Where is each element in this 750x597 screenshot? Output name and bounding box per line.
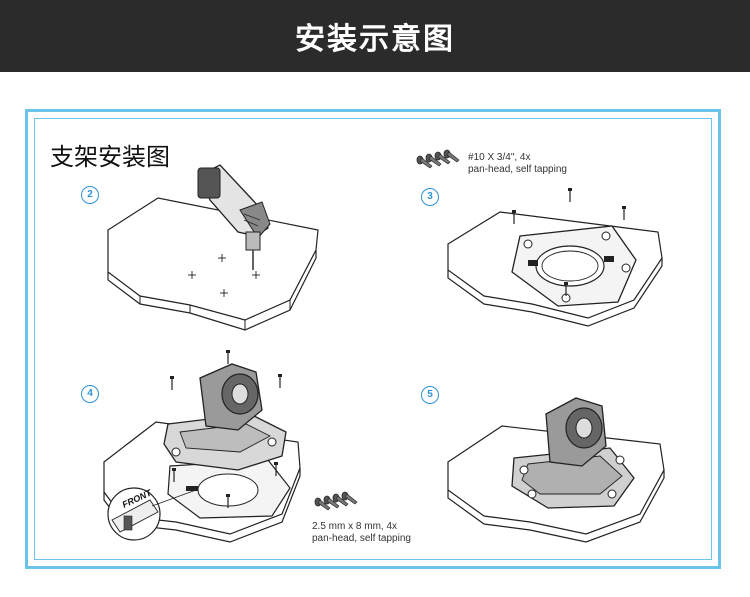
page-header: 安装示意图	[0, 0, 750, 72]
step-5-illustration	[447, 397, 665, 543]
diagram-frame	[25, 109, 721, 569]
bottom-screw-note: 2.5 mm x 8 mm, 4x pan-head, self tapping	[312, 521, 411, 545]
diagram-inner-frame	[34, 118, 712, 560]
bottom-screw-note-line1: 2.5 mm x 8 mm, 4x	[312, 521, 398, 532]
page-title: 安装示意图	[295, 22, 455, 57]
drill-icon	[197, 164, 271, 270]
panel-title: 支架安装图	[50, 143, 170, 171]
top-screws-icon	[416, 149, 460, 169]
bottom-screws-icon	[314, 491, 358, 511]
step-5-badge: 5	[421, 386, 439, 404]
step-3-badge: 3	[421, 188, 439, 206]
step-4-illustration: FRONT	[103, 349, 301, 543]
top-screw-note-line2: pan-head, self tapping	[468, 164, 567, 175]
step-2-badge: 2	[81, 186, 99, 204]
bottom-screw-note-line2: pan-head, self tapping	[312, 533, 411, 544]
step-3-illustration	[447, 187, 663, 327]
step-2-illustration	[107, 164, 319, 331]
top-screw-note: #10 X 3/4", 4x pan-head, self tapping	[468, 152, 567, 176]
top-screw-note-line1: #10 X 3/4", 4x	[468, 152, 531, 163]
front-callout: FRONT	[107, 487, 197, 541]
step-4-badge: 4	[81, 385, 99, 403]
